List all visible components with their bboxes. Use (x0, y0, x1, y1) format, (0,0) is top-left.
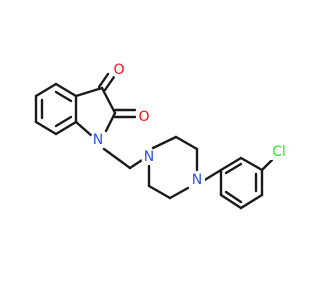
bond (54, 90, 73, 103)
oxygen-label: O (138, 109, 149, 125)
ketone-oxygen: O (111, 62, 127, 78)
bond (168, 186, 190, 200)
bond (174, 135, 199, 151)
nitrogen-label: N (144, 149, 154, 165)
nitrogen-label: N (192, 172, 202, 188)
nitrogen-label: N (93, 132, 103, 148)
bond (260, 158, 274, 172)
chemical-structure-diagram: O O N N N Cl (34, 62, 290, 210)
bond (239, 193, 264, 210)
bond (151, 135, 178, 150)
bonds (34, 72, 274, 210)
amide-oxygen: O (136, 109, 152, 125)
bond (34, 120, 58, 136)
bond (147, 184, 172, 200)
indole-nitrogen: N (90, 132, 106, 148)
oxygen-label: O (113, 62, 124, 78)
bond (102, 147, 132, 170)
bond (219, 156, 243, 172)
bond (74, 120, 94, 138)
bond (219, 193, 243, 210)
bond (54, 115, 73, 128)
atom-labels: O O N N N Cl (90, 62, 290, 188)
bond (54, 82, 78, 98)
bond (224, 162, 243, 175)
bond (97, 72, 110, 89)
bond (104, 111, 117, 133)
chlorine: Cl (268, 144, 290, 160)
bond (34, 82, 58, 98)
bond (54, 120, 78, 136)
bond (74, 86, 104, 98)
bond (224, 190, 243, 204)
bond (201, 168, 223, 183)
bond (239, 156, 264, 172)
piperazine-nitrogen-1: N (141, 149, 157, 165)
bond (100, 86, 117, 115)
chlorine-label: Cl (272, 144, 286, 160)
piperazine-nitrogen-4: N (189, 172, 205, 188)
bond (103, 75, 116, 92)
